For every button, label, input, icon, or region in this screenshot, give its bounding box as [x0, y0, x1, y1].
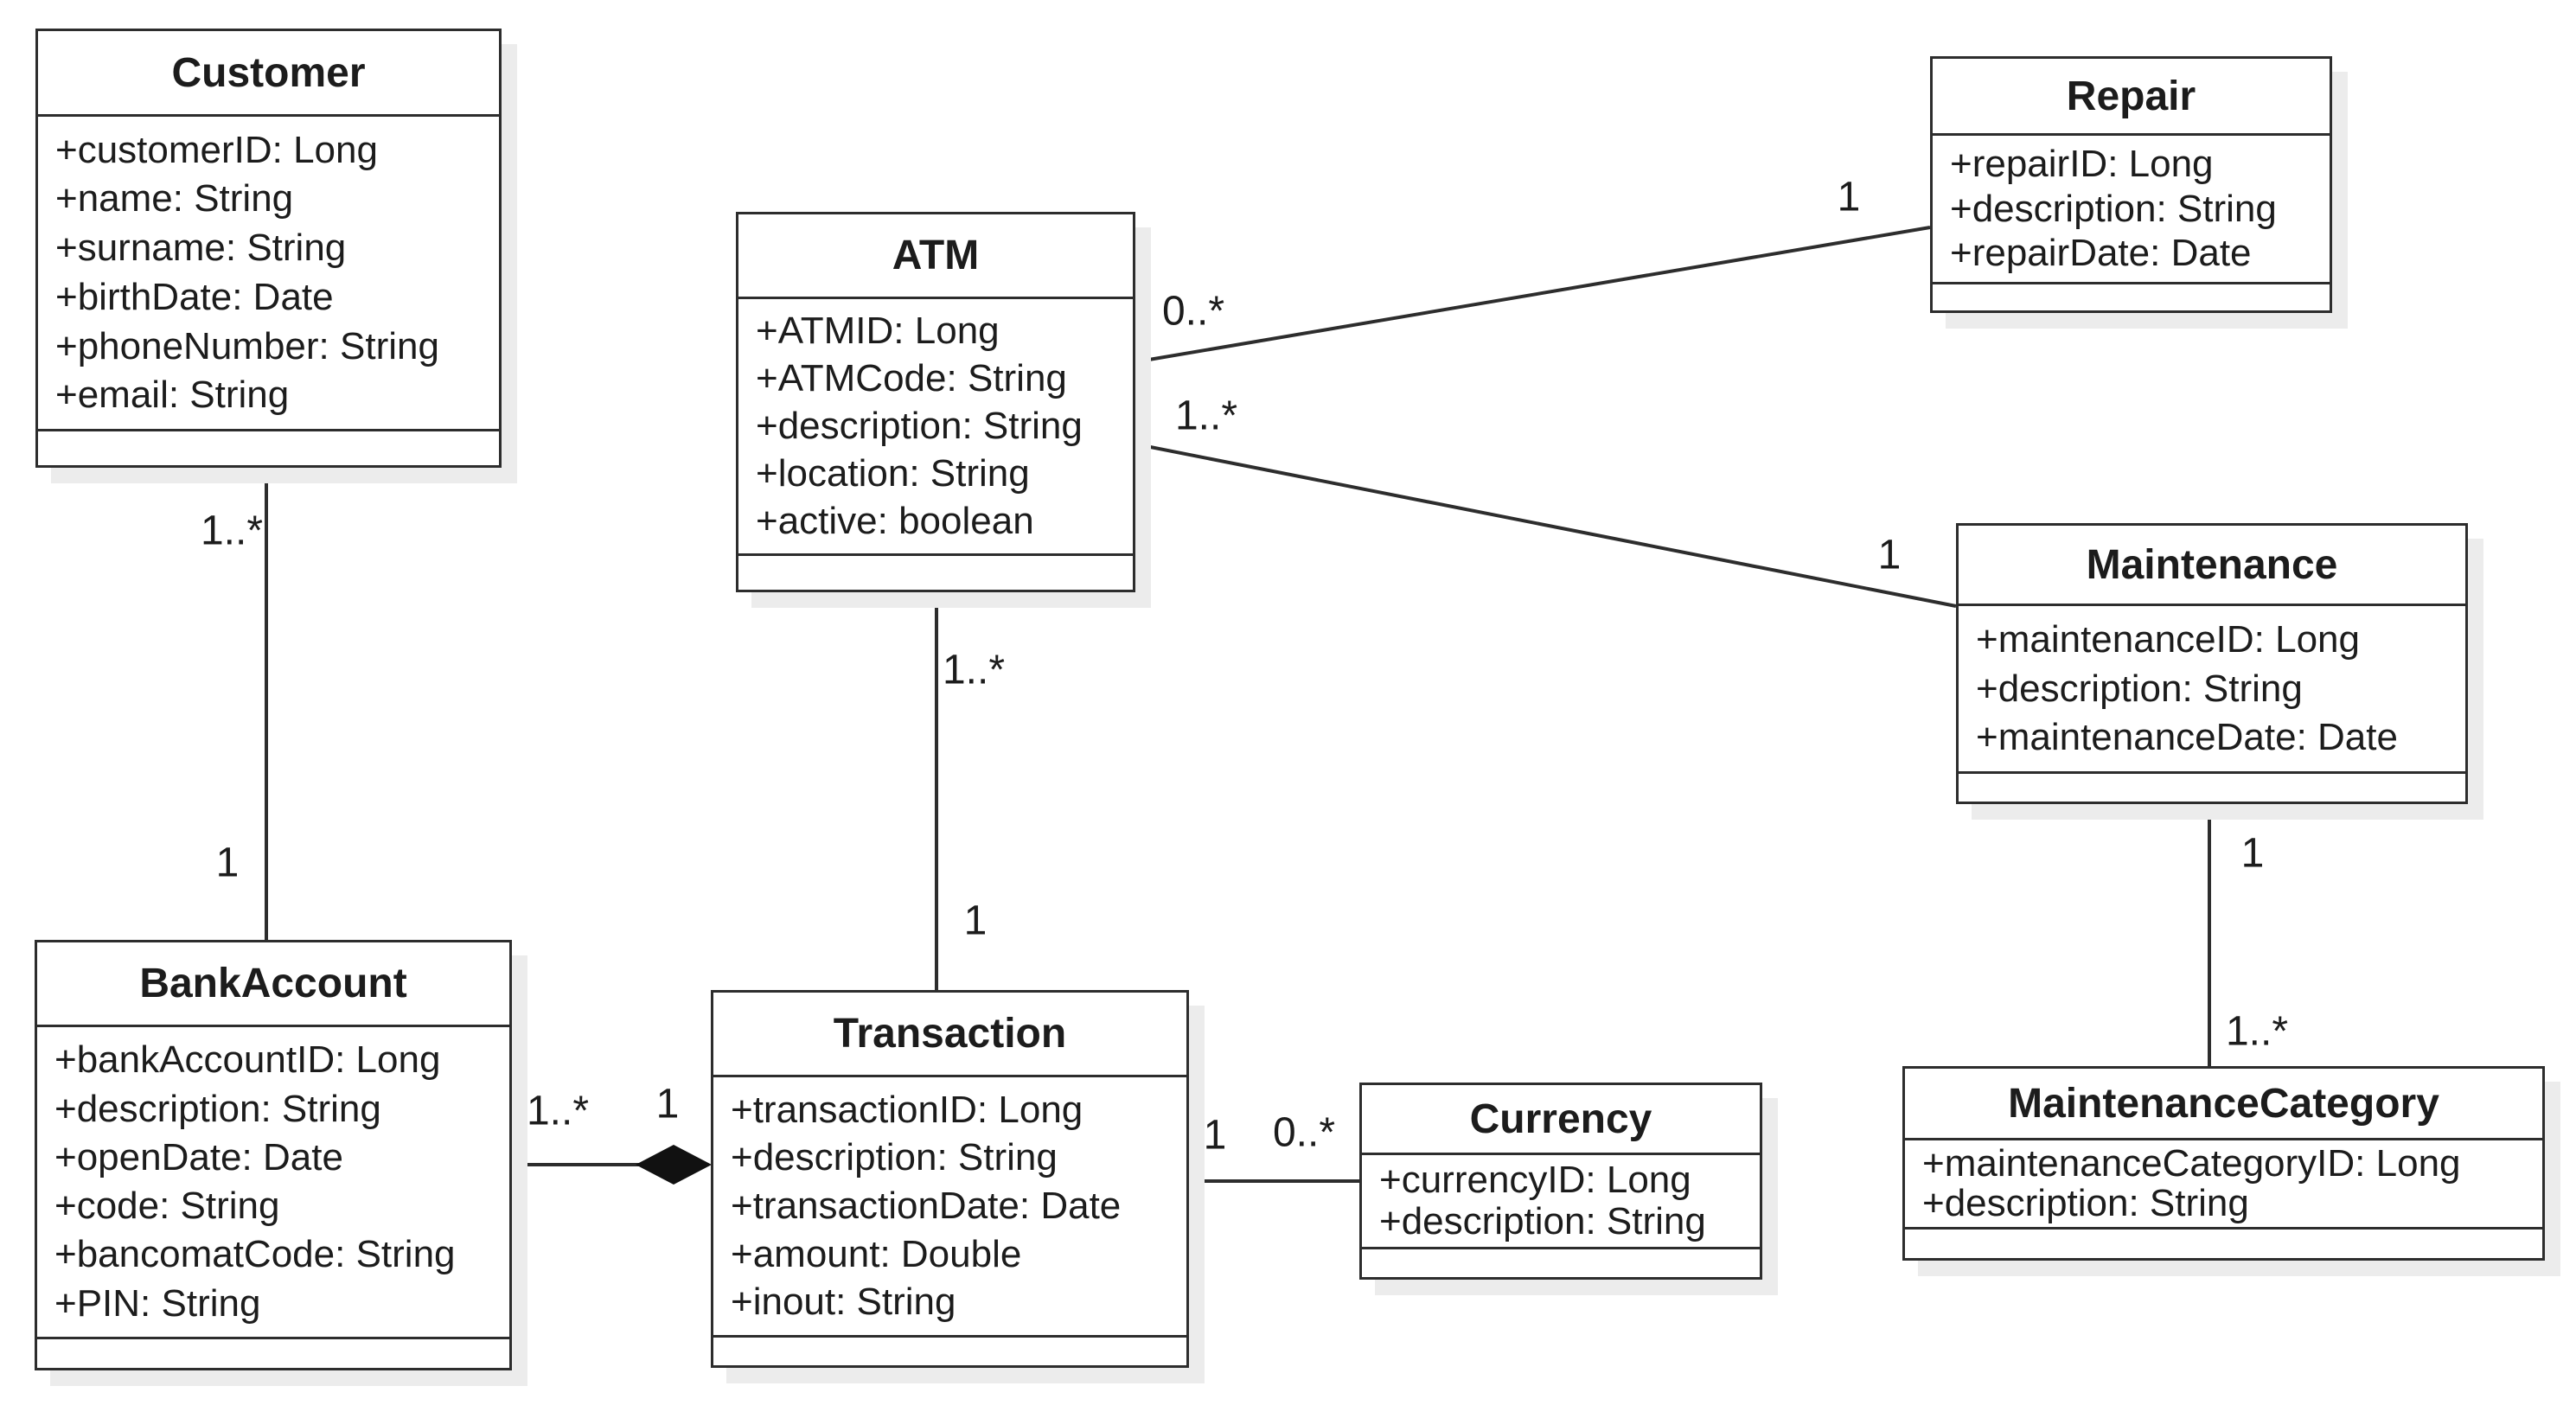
association-atm-maintenance	[1128, 441, 1957, 608]
class-attribute: +description: String	[731, 1136, 1058, 1179]
class-attribute: +ATMCode: String	[756, 357, 1067, 399]
class-box-customer: Customer +customerID: Long +name: String…	[35, 29, 502, 468]
class-attribute: +repairID: Long	[1950, 143, 2214, 186]
class-attribute: +customerID: Long	[55, 128, 378, 171]
class-title: Customer	[38, 31, 499, 117]
class-attribute: +bancomatCode: String	[54, 1233, 456, 1276]
class-attribute: +ATMID: Long	[756, 310, 1000, 352]
composition-diamond	[636, 1145, 712, 1185]
multiplicity-label: 1	[2240, 830, 2265, 877]
class-attribute: +maintenanceID: Long	[1976, 617, 2360, 661]
class-attribute: +description: String	[54, 1087, 381, 1130]
class-attributes: +ATMID: Long +ATMCode: String +descripti…	[738, 299, 1133, 556]
class-title: Repair	[1933, 59, 2330, 136]
class-operations-empty	[1905, 1230, 2542, 1258]
class-operations-empty	[713, 1338, 1186, 1365]
class-attribute: +amount: Double	[731, 1232, 1022, 1275]
class-attribute: +repairDate: Date	[1950, 231, 2252, 274]
multiplicity-label: 1	[655, 1081, 680, 1127]
class-operations-empty	[738, 556, 1133, 590]
class-attribute: +description: String	[756, 405, 1083, 447]
multiplicity-label: 1..*	[1174, 393, 1238, 439]
class-attribute: +surname: String	[55, 227, 347, 270]
class-attribute: +bankAccountID: Long	[54, 1038, 441, 1082]
class-attribute: +maintenanceDate: Date	[1976, 716, 2398, 759]
class-attributes: +maintenanceID: Long +description: Strin…	[1959, 606, 2465, 774]
class-attributes: +currencyID: Long +description: String	[1362, 1155, 1760, 1249]
class-attribute: +birthDate: Date	[55, 275, 334, 318]
class-title: ATM	[738, 214, 1133, 299]
class-attribute: +description: String	[1950, 187, 2277, 230]
multiplicity-label: 1..*	[2225, 1008, 2289, 1055]
class-operations-empty	[37, 1339, 509, 1368]
class-attribute: +description: String	[1976, 667, 2303, 710]
multiplicity-label: 1	[1877, 532, 1902, 578]
multiplicity-label: 1	[215, 840, 240, 886]
class-attribute: +inout: String	[731, 1281, 956, 1324]
class-attribute: +PIN: String	[54, 1281, 261, 1325]
class-attribute: +maintenanceCategoryID: Long	[1922, 1142, 2461, 1185]
class-attribute: +transactionID: Long	[731, 1088, 1083, 1131]
class-box-currency: Currency +currencyID: Long +description:…	[1359, 1083, 1762, 1280]
class-attribute: +currencyID: Long	[1379, 1159, 1691, 1202]
class-box-bankaccount: BankAccount +bankAccountID: Long +descri…	[35, 940, 512, 1370]
class-attribute: +transactionDate: Date	[731, 1184, 1122, 1227]
multiplicity-label: 0..*	[1272, 1109, 1336, 1156]
class-attribute: +description: String	[1379, 1199, 1706, 1242]
class-attributes: +transactionID: Long +description: Strin…	[713, 1077, 1186, 1338]
class-attributes: +maintenanceCategoryID: Long +descriptio…	[1905, 1140, 2542, 1230]
association-atm-repair	[1128, 226, 1931, 365]
multiplicity-label: 1	[963, 897, 988, 944]
class-operations-empty	[1362, 1249, 1760, 1277]
class-box-repair: Repair +repairID: Long +description: Str…	[1930, 56, 2332, 313]
class-attribute: +code: String	[54, 1185, 280, 1228]
class-box-atm: ATM +ATMID: Long +ATMCode: String +descr…	[736, 212, 1135, 592]
class-title: Maintenance	[1959, 526, 2465, 606]
class-attributes: +customerID: Long +name: String +surname…	[38, 117, 499, 431]
class-operations-empty	[1959, 774, 2465, 802]
class-operations-empty	[1933, 284, 2330, 310]
class-attribute: +location: String	[756, 452, 1030, 495]
class-attributes: +bankAccountID: Long +description: Strin…	[37, 1027, 509, 1339]
class-attributes: +repairID: Long +description: String +re…	[1933, 136, 2330, 284]
multiplicity-label: 0..*	[1161, 288, 1225, 335]
class-attribute: +email: String	[55, 374, 290, 417]
multiplicity-label: 1	[1203, 1112, 1227, 1159]
multiplicity-label: 1..*	[526, 1088, 590, 1134]
multiplicity-label: 1..*	[200, 508, 264, 554]
class-box-transaction: Transaction +transactionID: Long +descri…	[711, 990, 1189, 1368]
class-attribute: +phoneNumber: String	[55, 324, 439, 367]
class-operations-empty	[38, 431, 499, 465]
class-attribute: +description: String	[1922, 1181, 2249, 1224]
class-attribute: +active: boolean	[756, 500, 1034, 542]
class-box-maintenance: Maintenance +maintenanceID: Long +descri…	[1956, 523, 2468, 804]
class-attribute: +openDate: Date	[54, 1135, 343, 1178]
class-box-maintenancecategory: MaintenanceCategory +maintenanceCategory…	[1902, 1066, 2545, 1261]
multiplicity-label: 1..*	[942, 647, 1006, 693]
class-attribute: +name: String	[55, 177, 294, 220]
class-title: Transaction	[713, 993, 1186, 1077]
multiplicity-label: 1	[1837, 174, 1861, 220]
class-title: Currency	[1362, 1085, 1760, 1155]
class-title: BankAccount	[37, 942, 509, 1027]
class-title: MaintenanceCategory	[1905, 1069, 2542, 1140]
